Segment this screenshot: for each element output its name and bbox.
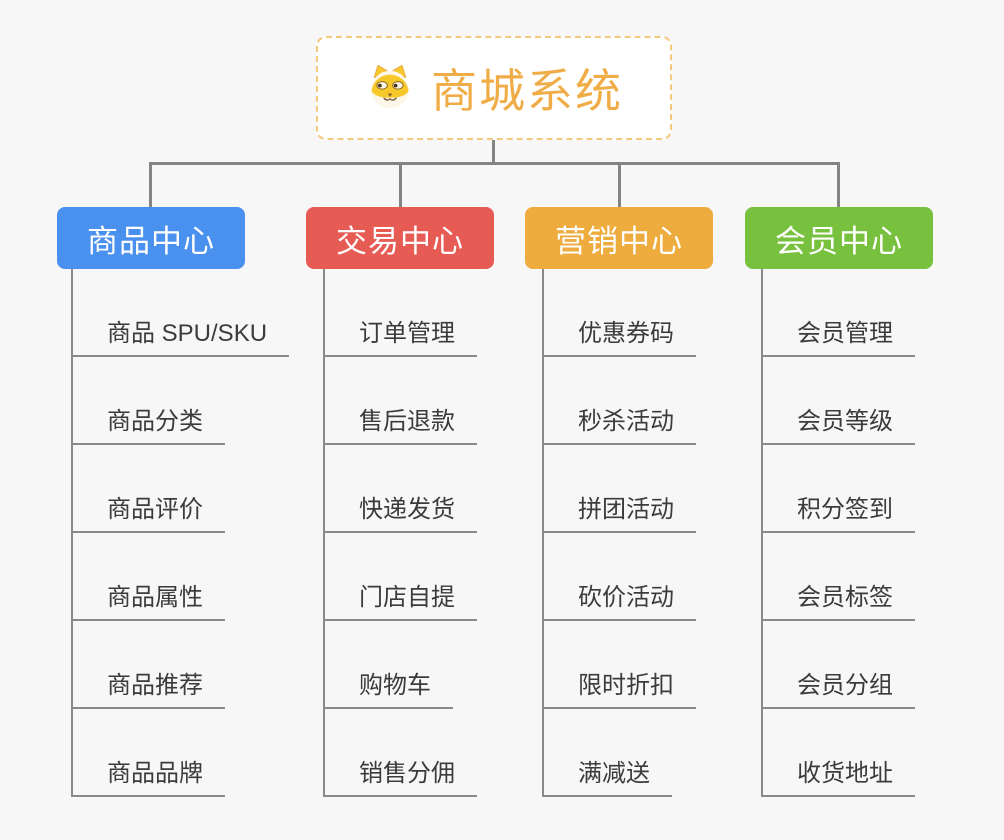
child-node-label[interactable]: 商品属性: [73, 577, 225, 621]
child-node[interactable]: 购物车: [325, 621, 477, 709]
child-node[interactable]: 会员管理: [763, 269, 915, 357]
child-node[interactable]: 商品分类: [73, 357, 289, 445]
branch-box-trade[interactable]: 交易中心: [306, 207, 494, 269]
child-node[interactable]: 门店自提: [325, 533, 477, 621]
connector-stub-trade: [399, 163, 402, 207]
child-node-label[interactable]: 收货地址: [763, 753, 915, 797]
branch-box-product[interactable]: 商品中心: [57, 207, 245, 269]
child-node-label[interactable]: 会员管理: [763, 313, 915, 357]
branch-box-member[interactable]: 会员中心: [745, 207, 933, 269]
child-node[interactable]: 积分签到: [763, 445, 915, 533]
child-node-label[interactable]: 商品推荐: [73, 665, 225, 709]
child-node-label[interactable]: 积分签到: [763, 489, 915, 533]
branch-box-marketing[interactable]: 营销中心: [525, 207, 713, 269]
child-node-label[interactable]: 商品评价: [73, 489, 225, 533]
branch-children-trade: 订单管理 售后退款 快递发货 门店自提 购物车 销售分佣: [323, 269, 477, 797]
child-node[interactable]: 秒杀活动: [544, 357, 696, 445]
child-node[interactable]: 砍价活动: [544, 533, 696, 621]
child-node[interactable]: 收货地址: [763, 709, 915, 797]
child-node-label[interactable]: 商品 SPU/SKU: [73, 313, 290, 357]
child-node[interactable]: 满减送: [544, 709, 696, 797]
root-node[interactable]: 商城系统: [316, 36, 672, 140]
child-node[interactable]: 销售分佣: [325, 709, 477, 797]
child-node-label[interactable]: 会员分组: [763, 665, 915, 709]
connector-bus: [149, 162, 840, 165]
child-node-label[interactable]: 会员标签: [763, 577, 915, 621]
root-title: 商城系统: [431, 65, 623, 117]
child-node-label[interactable]: 售后退款: [325, 401, 477, 445]
child-node-label[interactable]: 满减送: [544, 753, 672, 797]
child-node-label[interactable]: 销售分佣: [325, 753, 477, 797]
child-node-label[interactable]: 快递发货: [325, 489, 477, 533]
child-node[interactable]: 优惠券码: [544, 269, 696, 357]
branch-children-product: 商品 SPU/SKU 商品分类 商品评价 商品属性 商品推荐 商品品牌: [71, 269, 290, 797]
branch-children-marketing: 优惠券码 秒杀活动 拼团活动 砍价活动 限时折扣 满减送: [542, 269, 696, 797]
child-node-label[interactable]: 订单管理: [325, 313, 477, 357]
child-node[interactable]: 会员标签: [763, 533, 915, 621]
branch-children-member: 会员管理 会员等级 积分签到 会员标签 会员分组 收货地址: [761, 269, 915, 797]
child-node-label[interactable]: 拼团活动: [544, 489, 696, 533]
child-node-label[interactable]: 砍价活动: [544, 577, 696, 621]
child-node-label[interactable]: 限时折扣: [544, 665, 696, 709]
child-node-label[interactable]: 优惠券码: [544, 313, 696, 357]
child-node[interactable]: 商品推荐: [73, 621, 289, 709]
child-node[interactable]: 售后退款: [325, 357, 477, 445]
child-node-label[interactable]: 门店自提: [325, 577, 477, 621]
child-node-label[interactable]: 会员等级: [763, 401, 915, 445]
child-node[interactable]: 商品品牌: [73, 709, 289, 797]
child-node[interactable]: 会员分组: [763, 621, 915, 709]
child-node[interactable]: 限时折扣: [544, 621, 696, 709]
child-node[interactable]: 会员等级: [763, 357, 915, 445]
child-node[interactable]: 拼团活动: [544, 445, 696, 533]
connector-root-stub: [492, 140, 495, 164]
dog-face-icon: [371, 64, 409, 109]
child-node-label[interactable]: 秒杀活动: [544, 401, 696, 445]
child-node[interactable]: 商品评价: [73, 445, 289, 533]
connector-stub-member: [837, 163, 840, 207]
child-node-label[interactable]: 商品分类: [73, 401, 225, 445]
child-node-label[interactable]: 购物车: [325, 665, 453, 709]
connector-stub-product: [149, 163, 152, 207]
connector-stub-marketing: [618, 163, 621, 207]
child-node-label[interactable]: 商品品牌: [73, 753, 225, 797]
child-node[interactable]: 商品属性: [73, 533, 289, 621]
child-node[interactable]: 商品 SPU/SKU: [73, 269, 290, 357]
child-node[interactable]: 快递发货: [325, 445, 477, 533]
child-node[interactable]: 订单管理: [325, 269, 477, 357]
